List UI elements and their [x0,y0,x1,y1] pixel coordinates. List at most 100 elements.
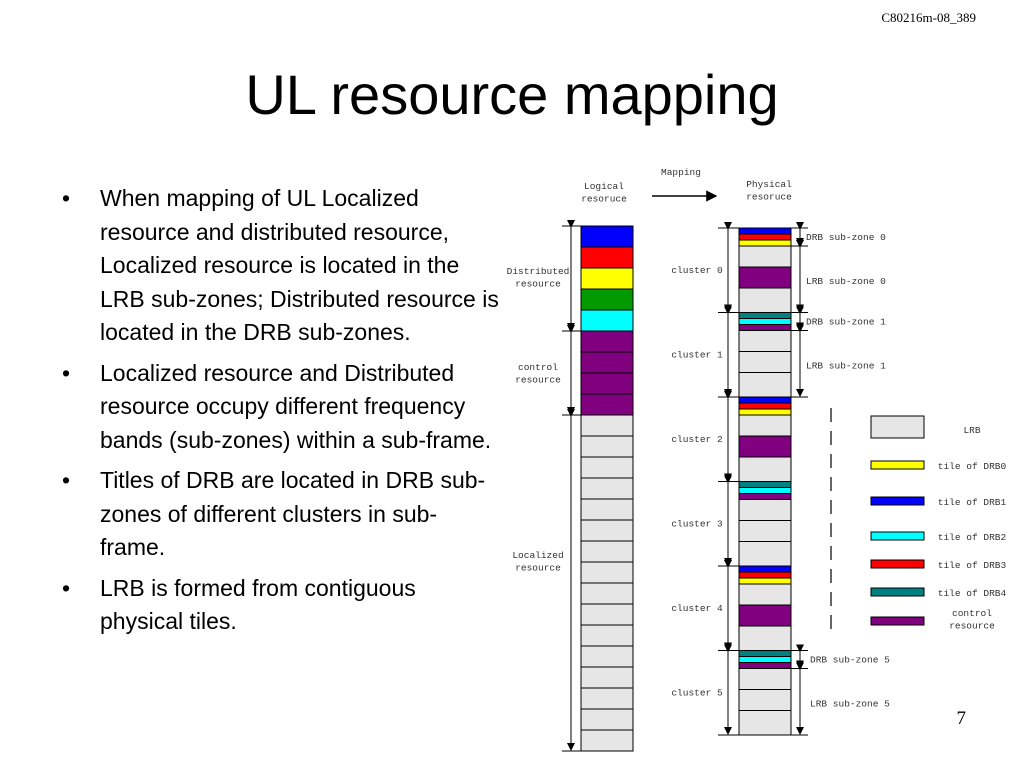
physical-cell [738,324,792,331]
cluster-label: cluster 3 [671,519,723,530]
physical-cell [738,372,792,398]
page-number: 7 [956,708,967,729]
legend-label: tile of DRB0 [938,461,1007,472]
mapping-label: Mapping [661,167,701,178]
drb-subzone-label: DRB sub-zone 1 [806,317,886,328]
bullet-list: When mapping of UL Localized resource an… [62,182,502,646]
logical-cell [580,708,634,731]
legend-label: tile of DRB1 [938,497,1007,508]
legend-swatch [870,496,925,506]
lrb-subzone-label: LRB sub-zone 5 [810,699,890,710]
physical-cell [738,487,792,494]
logical-cell [580,246,634,269]
legend-swatch [870,415,925,439]
cluster-label: cluster 2 [671,434,723,445]
physical-cell [738,565,792,573]
logical-cell [580,288,634,311]
physical-cell [738,604,792,627]
bullet-item: LRB is formed from contiguous physical t… [62,572,502,639]
logical-cell [580,393,634,416]
legend-swatch [870,587,925,597]
physical-cell [738,625,792,651]
logical-cell [580,561,634,584]
physical-cell [738,571,792,579]
logical-cell [580,729,634,752]
logical-cell [580,687,634,710]
physical-cell [738,520,792,542]
lrb-subzone-label: LRB sub-zone 1 [806,361,886,372]
logical-cell [580,456,634,479]
legend-label: tile of DRB3 [938,560,1007,571]
physical-cell [738,287,792,313]
cluster-label: cluster 5 [671,688,723,699]
legend-label: tile of DRB2 [938,532,1007,543]
physical-cell [738,710,792,736]
legend-label: LRB [963,425,980,436]
physical-cell [738,583,792,606]
document-id: C80216m-08_389 [881,10,976,25]
physical-cell [738,227,792,235]
logical-cell [580,645,634,668]
physical-cell [738,493,792,500]
cluster-label: cluster 1 [671,350,723,361]
physical-cell [738,414,792,437]
physical-cell [738,456,792,482]
lrb-subzone-label: LRB sub-zone 0 [806,276,886,287]
logical-cell [580,414,634,437]
logical-cell [580,435,634,458]
logical-cell [580,225,634,248]
physical-cell [738,541,792,567]
legend-swatch [870,616,925,626]
physical-cell [738,668,792,690]
logical-cell [580,309,634,332]
physical-cell [738,396,792,404]
logical-cell [580,603,634,626]
logical-cell [580,267,634,290]
logical-cell [580,351,634,374]
slide-title: UL resource mapping [245,63,779,126]
bullet-item: When mapping of UL Localized resource an… [62,182,502,350]
physical-cell [738,330,792,352]
bullet-item: Titles of DRB are located in DRB sub-zon… [62,464,502,565]
physical-cell [738,577,792,585]
legend-swatch [870,460,925,470]
logical-cell [580,330,634,353]
logical-cell [580,519,634,542]
physical-cell [738,245,792,268]
physical-cell [738,402,792,410]
physical-cell [738,481,792,488]
drb-subzone-label: DRB sub-zone 5 [810,655,890,666]
physical-cell [738,408,792,416]
physical-cell [738,689,792,711]
logical-cell [580,498,634,521]
physical-cell [738,312,792,319]
legend-label: tile of DRB4 [938,588,1007,599]
cluster-label: cluster 0 [671,265,723,276]
logical-cell [580,477,634,500]
drb-subzone-label: DRB sub-zone 0 [806,232,886,243]
logical-cell [580,372,634,395]
physical-cell [738,650,792,657]
physical-cell [738,239,792,247]
physical-cell [738,499,792,521]
physical-cell [738,662,792,669]
legend-swatch [870,531,925,541]
physical-cell [738,351,792,373]
logical-cell [580,666,634,689]
logical-cell [580,540,634,563]
cluster-label: cluster 4 [671,603,723,614]
physical-cell [738,435,792,458]
logical-cell [580,624,634,647]
logical-cell [580,582,634,605]
bullet-item: Localized resource and Distributed resou… [62,357,502,458]
physical-cell [738,266,792,289]
legend-swatch [870,559,925,569]
physical-cell [738,656,792,663]
